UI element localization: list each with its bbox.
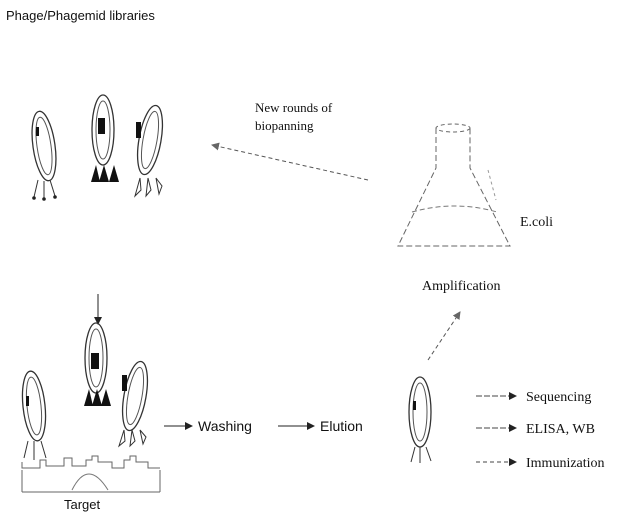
washing-label: Washing <box>198 418 252 434</box>
phage-bottom-right <box>118 360 152 446</box>
phage-bottom-left <box>19 370 48 460</box>
target-surface <box>22 456 160 492</box>
output-sequencing: Sequencing <box>526 390 591 405</box>
flask-icon <box>398 124 510 246</box>
biopanning-label-line1: New rounds of <box>255 100 333 115</box>
amplification-arrow <box>428 312 460 360</box>
phage-group-bottom <box>19 323 152 460</box>
phage-top-middle <box>91 95 119 182</box>
ecoli-label: E.coli <box>520 215 553 230</box>
biopanning-label-line2: biopanning <box>255 118 314 133</box>
phage-eluted <box>409 377 431 463</box>
elution-label: Elution <box>320 418 363 434</box>
phage-bottom-middle <box>84 323 111 406</box>
biopanning-arrow <box>212 145 368 180</box>
target-label: Target <box>64 497 101 512</box>
output-immunization: Immunization <box>526 456 605 471</box>
output-elisa-wb: ELISA, WB <box>526 422 595 437</box>
phage-top-right <box>133 104 167 196</box>
phage-top-left <box>28 110 60 201</box>
phage-group-top <box>28 95 167 201</box>
diagram-title: Phage/Phagemid libraries <box>6 8 155 23</box>
amplification-label: Amplification <box>422 279 501 294</box>
